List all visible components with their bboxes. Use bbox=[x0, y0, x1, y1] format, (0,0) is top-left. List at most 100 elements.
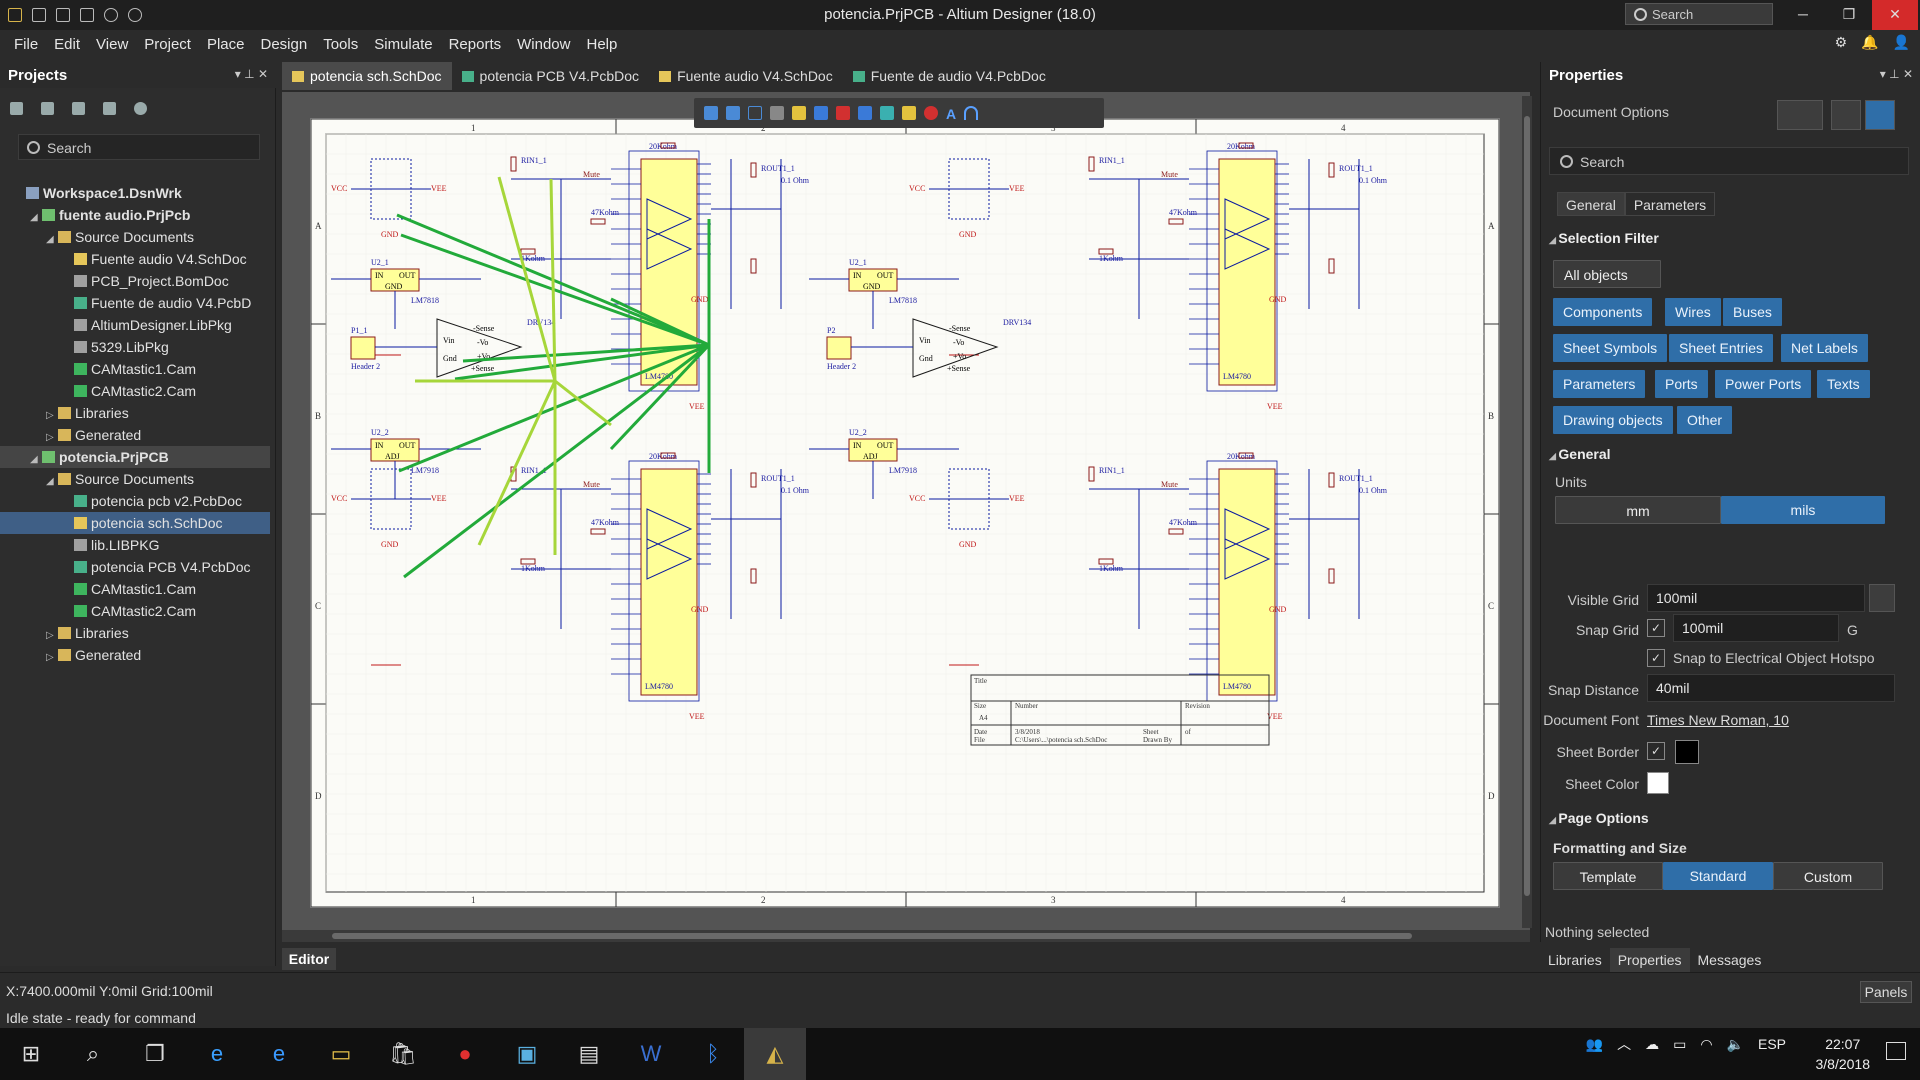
power-port-icon[interactable] bbox=[836, 106, 850, 120]
filter-power-ports[interactable]: Power Ports bbox=[1715, 370, 1812, 398]
snap-grid-checkbox[interactable]: ✓ bbox=[1647, 619, 1665, 637]
tab-general[interactable]: General bbox=[1557, 192, 1625, 216]
expand-arrow-icon[interactable]: ◢ bbox=[46, 234, 54, 245]
select-mask-button[interactable] bbox=[1831, 100, 1861, 130]
units-mm-button[interactable]: mm bbox=[1555, 496, 1721, 524]
menu-help[interactable]: Help bbox=[586, 35, 618, 53]
global-search-input[interactable]: Search bbox=[1625, 3, 1773, 25]
menu-file[interactable]: File bbox=[14, 35, 39, 53]
sheet-border-color-swatch[interactable] bbox=[1675, 740, 1699, 764]
expand-arrow-icon[interactable]: ◢ bbox=[46, 476, 54, 487]
format-custom-button[interactable]: Custom bbox=[1773, 862, 1883, 890]
onedrive-icon[interactable]: ☁ bbox=[1645, 1035, 1660, 1052]
word-icon[interactable]: W bbox=[640, 1041, 662, 1066]
arc-icon[interactable] bbox=[964, 106, 979, 120]
document-tab[interactable]: potencia sch.SchDoc bbox=[282, 62, 452, 90]
folder-icon[interactable] bbox=[72, 102, 85, 115]
tree-item[interactable]: Fuente de audio V4.PcbD bbox=[0, 292, 270, 314]
altium-taskbar-icon[interactable]: ◭ bbox=[744, 1028, 806, 1080]
tree-item[interactable]: 5329.LibPkg bbox=[0, 336, 270, 358]
close-button[interactable]: ✕ bbox=[1872, 0, 1918, 30]
app-red-icon[interactable]: ● bbox=[458, 1041, 472, 1066]
tree-item[interactable]: potencia pcb v2.PcbDoc bbox=[0, 490, 270, 512]
snap-distance-field[interactable]: 40mil bbox=[1647, 674, 1895, 702]
open-icon[interactable] bbox=[80, 8, 94, 22]
vertical-scrollbar[interactable] bbox=[1522, 96, 1532, 928]
filter-net-labels[interactable]: Net Labels bbox=[1781, 334, 1868, 362]
app-blue-window-icon[interactable]: ▣ bbox=[516, 1041, 538, 1066]
clock[interactable]: 22:07 3/8/2018 bbox=[1816, 1034, 1871, 1074]
format-standard-button[interactable]: Standard bbox=[1663, 862, 1773, 890]
filter-sheet-entries[interactable]: Sheet Entries bbox=[1669, 334, 1774, 362]
units-mils-button[interactable]: mils bbox=[1721, 496, 1885, 524]
tree-item[interactable]: lib.LIBPKG bbox=[0, 534, 270, 556]
horizontal-scrollbar[interactable] bbox=[282, 930, 1530, 942]
document-font-link[interactable]: Times New Roman, 10 bbox=[1647, 712, 1789, 728]
tab-messages[interactable]: Messages bbox=[1697, 952, 1762, 968]
expand-arrow-icon[interactable]: ▷ bbox=[46, 410, 54, 421]
filter-ports[interactable]: Ports bbox=[1655, 370, 1708, 398]
snap-grid-field[interactable]: 100mil bbox=[1673, 614, 1839, 642]
panel-controls-icon[interactable]: ▾ ⊥ ✕ bbox=[234, 67, 268, 81]
menu-design[interactable]: Design bbox=[260, 35, 308, 53]
tree-item[interactable]: ▷Generated bbox=[0, 644, 270, 666]
expand-arrow-icon[interactable]: ▷ bbox=[46, 432, 54, 443]
ie-icon[interactable]: e bbox=[210, 1041, 224, 1066]
speaker-icon[interactable]: 🔈 bbox=[1726, 1035, 1744, 1052]
tree-item[interactable]: AltiumDesigner.LibPkg bbox=[0, 314, 270, 336]
move-icon[interactable] bbox=[726, 106, 740, 120]
search-icon[interactable]: ⌕ bbox=[86, 1041, 100, 1066]
menu-simulate[interactable]: Simulate bbox=[374, 35, 433, 53]
redo-icon[interactable] bbox=[128, 8, 142, 22]
undo-icon[interactable] bbox=[104, 8, 118, 22]
document-tab[interactable]: Fuente audio V4.SchDoc bbox=[649, 62, 843, 90]
minimize-button[interactable]: ─ bbox=[1798, 6, 1808, 22]
people-icon[interactable]: 👥 bbox=[1585, 1035, 1604, 1052]
battery-icon[interactable]: ▭ bbox=[1673, 1035, 1687, 1052]
filter-other[interactable]: Other bbox=[1677, 406, 1733, 434]
tree-item[interactable]: potencia sch.SchDoc bbox=[0, 512, 270, 534]
tree-item[interactable]: Fuente audio V4.SchDoc bbox=[0, 248, 270, 270]
menu-edit[interactable]: Edit bbox=[54, 35, 81, 53]
filter-wires[interactable]: Wires bbox=[1665, 298, 1721, 326]
filter-parameters[interactable]: Parameters bbox=[1553, 370, 1646, 398]
tree-item[interactable]: ◢potencia.PrjPCB bbox=[0, 446, 270, 468]
directive-icon[interactable] bbox=[924, 106, 938, 120]
file-explorer-icon[interactable]: ▭ bbox=[330, 1041, 352, 1066]
restore-button[interactable]: ❐ bbox=[1842, 6, 1856, 22]
filter-icon[interactable] bbox=[704, 106, 718, 120]
wire-icon[interactable] bbox=[814, 106, 828, 120]
tab-libraries[interactable]: Libraries bbox=[1548, 952, 1602, 968]
windows-start-icon[interactable]: ⊞ bbox=[21, 1041, 41, 1066]
sheet-border-checkbox[interactable]: ✓ bbox=[1647, 742, 1665, 760]
chevron-up-icon[interactable]: ︿ bbox=[1617, 1036, 1632, 1052]
sheet-symbol-icon[interactable] bbox=[880, 106, 894, 120]
tree-item[interactable]: CAMtastic2.Cam bbox=[0, 600, 270, 622]
filter-all-objects[interactable]: All objects bbox=[1553, 260, 1661, 288]
filter-sheet-symbols[interactable]: Sheet Symbols bbox=[1553, 334, 1668, 362]
format-template-button[interactable]: Template bbox=[1553, 862, 1663, 890]
part-icon[interactable] bbox=[792, 106, 806, 120]
horizontal-scroll-thumb[interactable] bbox=[332, 933, 1412, 939]
bluetooth-icon[interactable]: ᛒ bbox=[706, 1041, 720, 1066]
menu-place[interactable]: Place bbox=[206, 35, 245, 53]
filter-dropdown-button[interactable] bbox=[1777, 100, 1823, 130]
notification-center-icon[interactable] bbox=[1886, 1042, 1906, 1060]
save-icon[interactable] bbox=[32, 8, 46, 22]
page-options-header[interactable]: Page Options bbox=[1549, 810, 1648, 826]
tree-item[interactable]: ◢Source Documents bbox=[0, 226, 270, 248]
expand-arrow-icon[interactable]: ◢ bbox=[30, 454, 38, 465]
app-network-icon[interactable]: ▤ bbox=[578, 1041, 600, 1066]
edge-icon[interactable]: e bbox=[272, 1041, 286, 1066]
tree-item[interactable]: CAMtastic2.Cam bbox=[0, 380, 270, 402]
menu-window[interactable]: Window bbox=[517, 35, 571, 53]
expand-arrow-icon[interactable]: ▷ bbox=[46, 630, 54, 641]
task-view-icon[interactable]: ❐ bbox=[145, 1041, 165, 1066]
gear-icon[interactable]: ⚙ bbox=[1834, 34, 1848, 50]
projects-search-input[interactable]: Search bbox=[18, 134, 260, 160]
user-icon[interactable]: 👤 bbox=[1892, 34, 1910, 50]
vertical-scroll-thumb[interactable] bbox=[1524, 116, 1530, 896]
bell-icon[interactable]: 🔔 bbox=[1861, 34, 1879, 50]
document-tab[interactable]: potencia PCB V4.PcbDoc bbox=[452, 62, 650, 90]
